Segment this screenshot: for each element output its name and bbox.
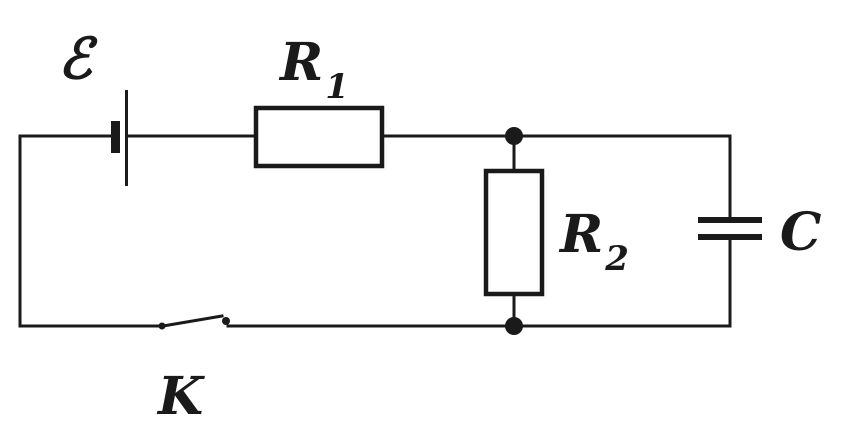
emf-label: ℰ [58, 26, 98, 92]
junction-bottom [505, 317, 523, 335]
r2-label-subscript: 2 [604, 239, 629, 279]
wire-r1-to-capacitor [380, 134, 732, 221]
wire-capacitor-to-bottom [226, 237, 732, 328]
battery-positive-plate [125, 90, 128, 186]
capacitor-bottom-plate [698, 234, 762, 240]
r2-label: R2 [558, 204, 629, 279]
battery [111, 90, 128, 186]
switch-label: K [156, 366, 205, 427]
r1-label-subscript: 1 [325, 67, 349, 107]
r1-label: R1 [278, 32, 349, 107]
capacitor-label: C [780, 202, 821, 263]
resistor-r1 [253, 105, 385, 169]
switch-right-contact [222, 317, 230, 325]
capacitor-top-plate [698, 217, 762, 223]
junction-top [505, 127, 523, 145]
wire-top-left [18, 134, 114, 328]
r2-label-letter: R [558, 204, 603, 265]
capacitor [698, 217, 762, 240]
switch-blade [161, 314, 224, 328]
wires [18, 134, 732, 328]
battery-negative-plate [111, 121, 120, 153]
switch [158, 314, 230, 330]
resistor-r2 [483, 168, 545, 297]
r1-label-letter: R [278, 32, 323, 93]
